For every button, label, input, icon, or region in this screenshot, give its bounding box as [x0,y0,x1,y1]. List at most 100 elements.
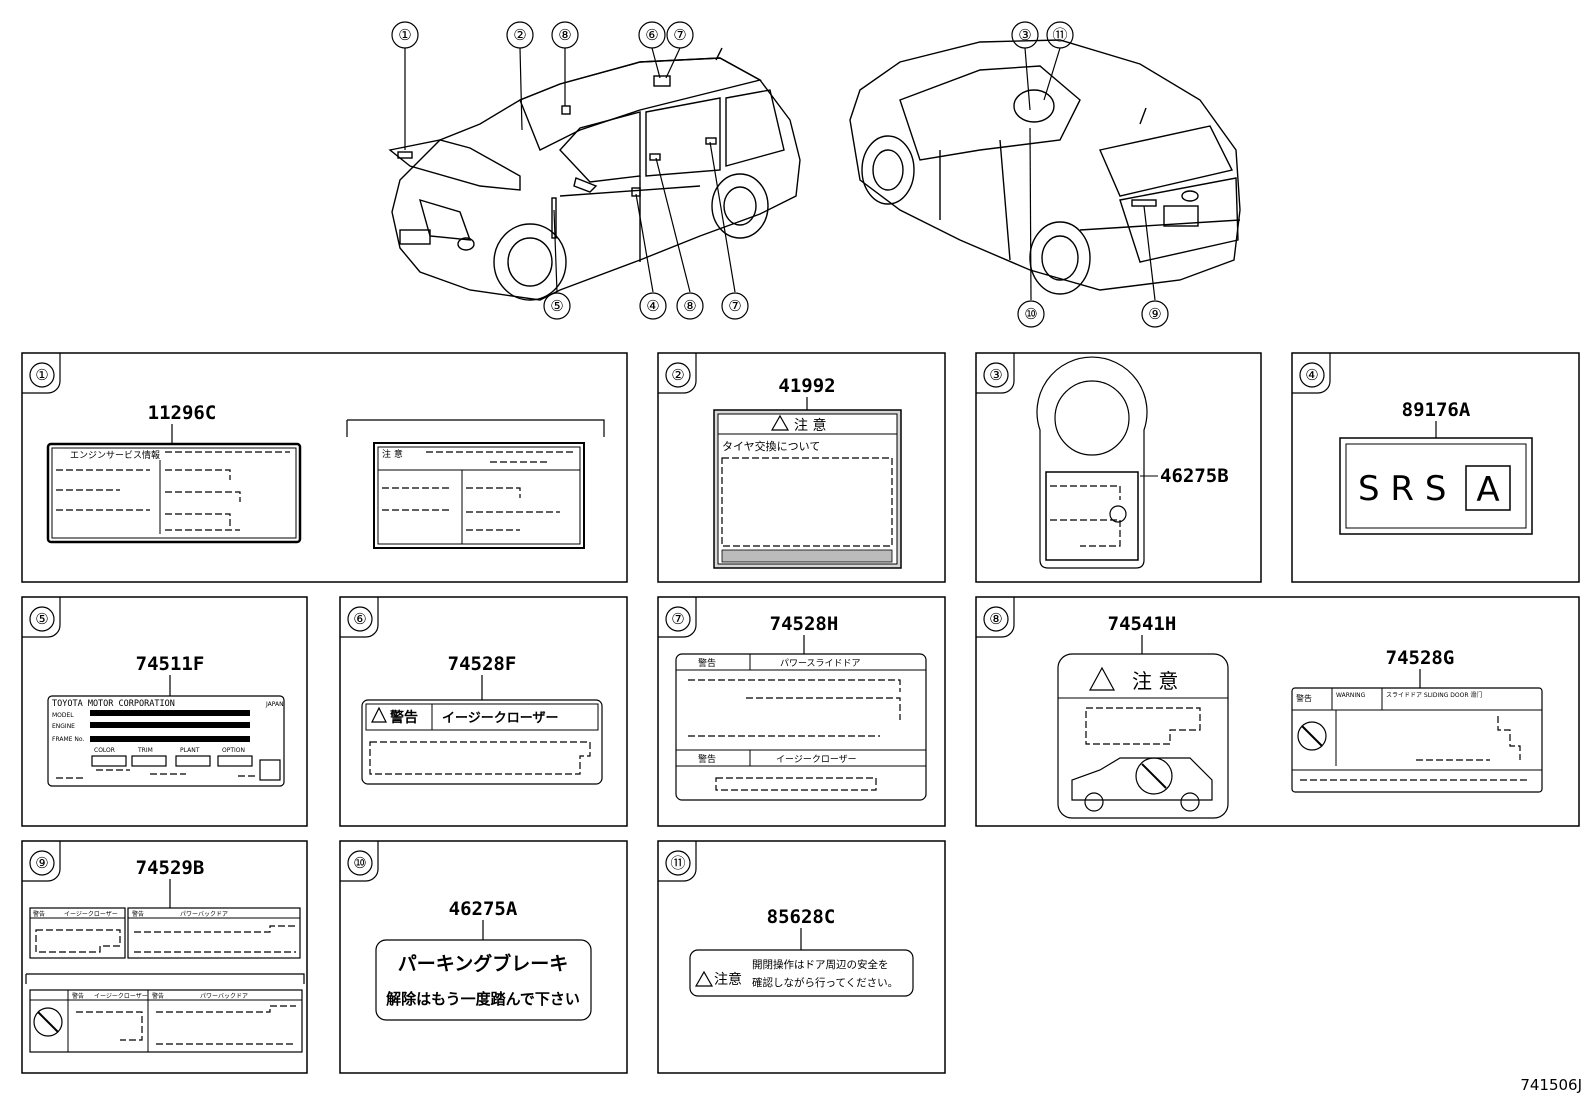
svg-text:警告: 警告 [152,992,164,1000]
caution-small-label: 注 意 [382,448,403,460]
rear-vehicle-illustration [849,39,1241,295]
part-number: 46275B [1160,465,1229,487]
callout-7: ⑦ [666,21,694,49]
svg-text:⑪: ⑪ [1052,26,1067,44]
callout-leaders [404,47,1156,301]
easy-closer-label: イージークローザー [442,711,558,726]
svg-text:④: ④ [646,297,659,315]
svg-text:④: ④ [1305,366,1318,384]
callout-5: ⑤ [543,292,571,320]
svg-text:TRIM: TRIM [137,747,153,754]
parking-brake-line1: パーキングブレーキ [398,952,568,975]
callout-6: ⑥ [638,21,666,49]
callout-1: ① [391,21,419,49]
svg-text:FRAME No.: FRAME No. [52,736,84,743]
caution-line2: 確認しながら行ってください。 [752,976,898,989]
part-number: 89176A [1402,399,1471,421]
corp-label: TOYOTA MOTOR CORPORATION [52,699,175,709]
part-number: 74529B [136,857,205,879]
part-number: 74528H [770,613,839,635]
panel-1: ① 11296C エンジンサービス情報 注 意 [21,352,628,583]
warning-label: 警告 [390,709,418,726]
panel-9: ⑨ 74529B 警告 イージークローザー 警告 パワーバックドア 警告 イージ… [21,840,308,1074]
panel-6: ⑥ 74528F 警告 イージークローザー [339,596,628,827]
callout-3: ③ [1011,21,1039,49]
parking-brake-line2: 解除はもう一度踏んで下さい [386,990,580,1008]
svg-text:⑨: ⑨ [35,854,48,872]
svg-text:警告: 警告 [132,910,144,918]
callout-8b: ⑧ [676,292,704,320]
svg-text:MODEL: MODEL [52,712,74,719]
svg-text:スライドドア SLIDING DOOR 滑门: スライドドア SLIDING DOOR 滑门 [1386,691,1482,699]
svg-text:②: ② [671,366,684,384]
caution-label: 注 意 [794,417,826,434]
svg-text:WARNING: WARNING [1336,692,1366,699]
callout-9: ⑨ [1141,300,1169,328]
panel-5: ⑤ 74511F TOYOTA MOTOR CORPORATION JAPAN … [21,596,308,827]
part-number: 41992 [778,375,835,397]
caution-label: 注 意 [1132,669,1178,693]
srs-box-label: A [1476,470,1499,510]
svg-text:警告: 警告 [72,992,84,1000]
panel-7: ⑦ 74528H 警告 パワースライドドア 警告 イージークローザー [657,596,946,827]
callout-4: ④ [639,292,667,320]
svg-text:JAPAN: JAPAN [265,701,284,708]
svg-text:⑨: ⑨ [1148,305,1161,323]
part-number: 74541H [1108,613,1177,635]
panel-3: ③ 46275B [975,352,1262,583]
panel-8: ⑧ 74541H 注 意 74528G 警告 WARNING スライドドア SL… [975,596,1580,827]
callout-11: ⑪ [1046,21,1074,49]
svg-text:⑤: ⑤ [35,610,48,628]
callout-2: ② [506,21,534,49]
svg-text:PLANT: PLANT [180,747,200,754]
svg-text:イージークローザー: イージークローザー [94,993,148,1000]
svg-text:⑦: ⑦ [671,610,684,628]
panel-10: ⑩ 46275A パーキングブレーキ 解除はもう一度踏んで下さい [339,840,628,1074]
svg-text:警告: 警告 [1296,693,1312,703]
svg-text:警告: 警告 [698,657,716,669]
svg-text:⑧: ⑧ [683,297,696,315]
callouts-front: ① ② ⑧ ⑥ ⑦ ⑤ ④ ⑧ ⑦ [391,21,749,320]
part-number: 46275A [449,898,518,920]
caution-line1: 開閉操作はドア周辺の安全を [752,958,889,971]
part-number: 74528G [1386,647,1455,669]
part-number: 11296C [148,402,217,424]
svg-text:⑧: ⑧ [989,610,1002,628]
svg-text:⑦: ⑦ [673,26,686,44]
engine-service-label: エンジンサービス情報 [70,449,160,461]
part-number: 85628C [767,906,836,928]
svg-text:ENGINE: ENGINE [52,723,75,730]
svg-text:⑧: ⑧ [558,26,571,44]
panel-2: ② 41992 注 意 タイヤ交換について [657,352,946,583]
svg-text:③: ③ [1018,26,1031,44]
svg-text:警告: 警告 [33,910,45,918]
tire-change-label: タイヤ交換について [722,439,820,453]
panel-4: ④ 89176A S R S A [1291,352,1580,583]
svg-text:COLOR: COLOR [94,747,115,754]
svg-text:イージークローザー: イージークローザー [64,911,118,918]
part-number: 74511F [136,653,205,675]
svg-text:パワーバックドア: パワーバックドア [180,911,228,918]
svg-text:①: ① [35,366,48,384]
svg-text:パワーバックドア: パワーバックドア [200,993,248,1000]
svg-text:③: ③ [989,366,1002,384]
panel-11: ⑪ 85628C 注意 開閉操作はドア周辺の安全を 確認しながら行ってください。 [657,840,946,1074]
callout-10: ⑩ [1017,300,1045,328]
svg-text:⑦: ⑦ [728,297,741,315]
svg-text:⑤: ⑤ [550,297,563,315]
svg-text:⑪: ⑪ [670,854,685,872]
svg-text:②: ② [513,26,526,44]
diagram-code: 741506J [1520,1076,1582,1094]
caution-label: 注意 [714,971,742,988]
callout-8: ⑧ [551,21,579,49]
svg-text:⑥: ⑥ [353,610,366,628]
svg-text:警告: 警告 [698,753,716,765]
svg-text:⑩: ⑩ [1024,305,1037,323]
svg-text:イージークローザー: イージークローザー [776,754,857,765]
svg-text:OPTION: OPTION [222,747,245,754]
svg-text:①: ① [398,26,411,44]
part-number: 74528F [448,653,517,675]
svg-text:⑥: ⑥ [645,26,658,44]
callouts-rear: ③ ⑪ ⑩ ⑨ [1011,21,1169,328]
